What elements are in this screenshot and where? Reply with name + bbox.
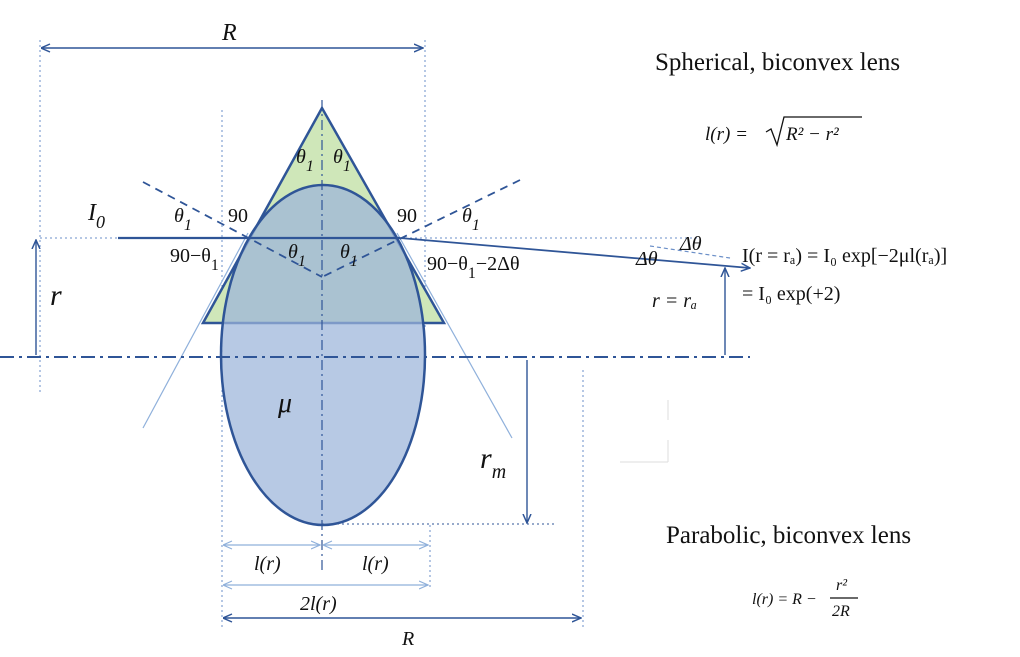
nmt2-main: 90−θ <box>427 253 468 275</box>
theta-inner-left: θ1 <box>288 241 306 270</box>
I0-sub: 0 <box>96 212 105 232</box>
spherical-formula-lhs: l(r) = <box>705 124 748 145</box>
theta-lo-main: θ <box>174 205 184 227</box>
tangent-lines <box>142 232 513 439</box>
theta-top-left: θ1 <box>296 146 314 175</box>
nmt2-sub: 1 <box>468 265 476 282</box>
delta-theta-lower: Δθ <box>635 248 658 270</box>
ninety-minus-theta-left: 90−θ1 <box>170 245 219 274</box>
spherical-heading: Spherical, biconvex lens <box>655 49 900 76</box>
R-bottom-label: R <box>401 628 414 650</box>
r-m-sub: m <box>492 461 506 483</box>
theta-ro-sub: 1 <box>472 217 480 234</box>
parabolic-heading: Parabolic, biconvex lens <box>666 522 911 549</box>
delta-theta-upper: Δθ <box>679 233 702 255</box>
r-equals-ra: r = rₐ <box>652 290 697 312</box>
refracted-ray <box>399 237 750 268</box>
theta-left-outer: θ1 <box>174 205 192 234</box>
nmt-sub: 1 <box>211 257 219 274</box>
l-r-left-label: l(r) <box>254 553 281 575</box>
r-m-label: rm <box>480 442 506 483</box>
sqrt-sign <box>765 116 862 148</box>
theta-right-outer: θ1 <box>462 205 480 234</box>
r-label: r <box>50 279 62 312</box>
I0-label: I0 <box>87 200 105 232</box>
theta-il-sub: 1 <box>298 253 306 270</box>
lens-ellipse <box>219 183 427 527</box>
two-l-r-label: 2l(r) <box>300 593 337 615</box>
parabolic-formula: l(r) = R − r² 2R <box>752 577 858 620</box>
theta-tl-main: θ <box>296 146 306 168</box>
parabolic-formula-denominator: 2R <box>832 603 850 620</box>
ninety-minus-theta-right: 90−θ1−2Δθ <box>427 253 520 282</box>
mu-label: μ <box>277 388 292 419</box>
nmt-main: 90−θ <box>170 245 211 267</box>
theta-ir-main: θ <box>340 241 350 263</box>
theta-ro-main: θ <box>462 205 472 227</box>
I0-main: I <box>87 200 97 226</box>
intensity-formula-line2: = I₀ exp(+2) <box>742 283 840 305</box>
theta-tr-sub: 1 <box>343 158 351 175</box>
theta-inner-right: θ1 <box>340 241 358 270</box>
normal-lines <box>142 179 521 278</box>
ninety-right: 90 <box>397 205 417 227</box>
theta-lo-sub: 1 <box>184 217 192 234</box>
l-r-right-label: l(r) <box>362 553 389 575</box>
r-m-main: r <box>480 442 492 475</box>
theta-tl-sub: 1 <box>306 158 314 175</box>
intensity-formula-line1: I(r = rₐ) = I₀ exp[−2μl(rₐ)] <box>742 245 947 267</box>
spherical-formula: l(r) = R² − r² <box>705 116 862 148</box>
spherical-formula-radicand: R² − r² <box>785 124 839 145</box>
parabolic-formula-lhs: l(r) = R − <box>752 591 817 608</box>
faint-marks <box>620 400 669 463</box>
theta-top-right: θ1 <box>333 146 351 175</box>
theta-il-main: θ <box>288 241 298 263</box>
R-top-label: R <box>221 20 237 46</box>
theta-ir-sub: 1 <box>350 253 358 270</box>
nmt2-tail: −2Δθ <box>476 253 520 275</box>
ninety-left: 90 <box>228 205 248 227</box>
theta-tr-main: θ <box>333 146 343 168</box>
parabolic-formula-numerator: r² <box>836 577 848 594</box>
